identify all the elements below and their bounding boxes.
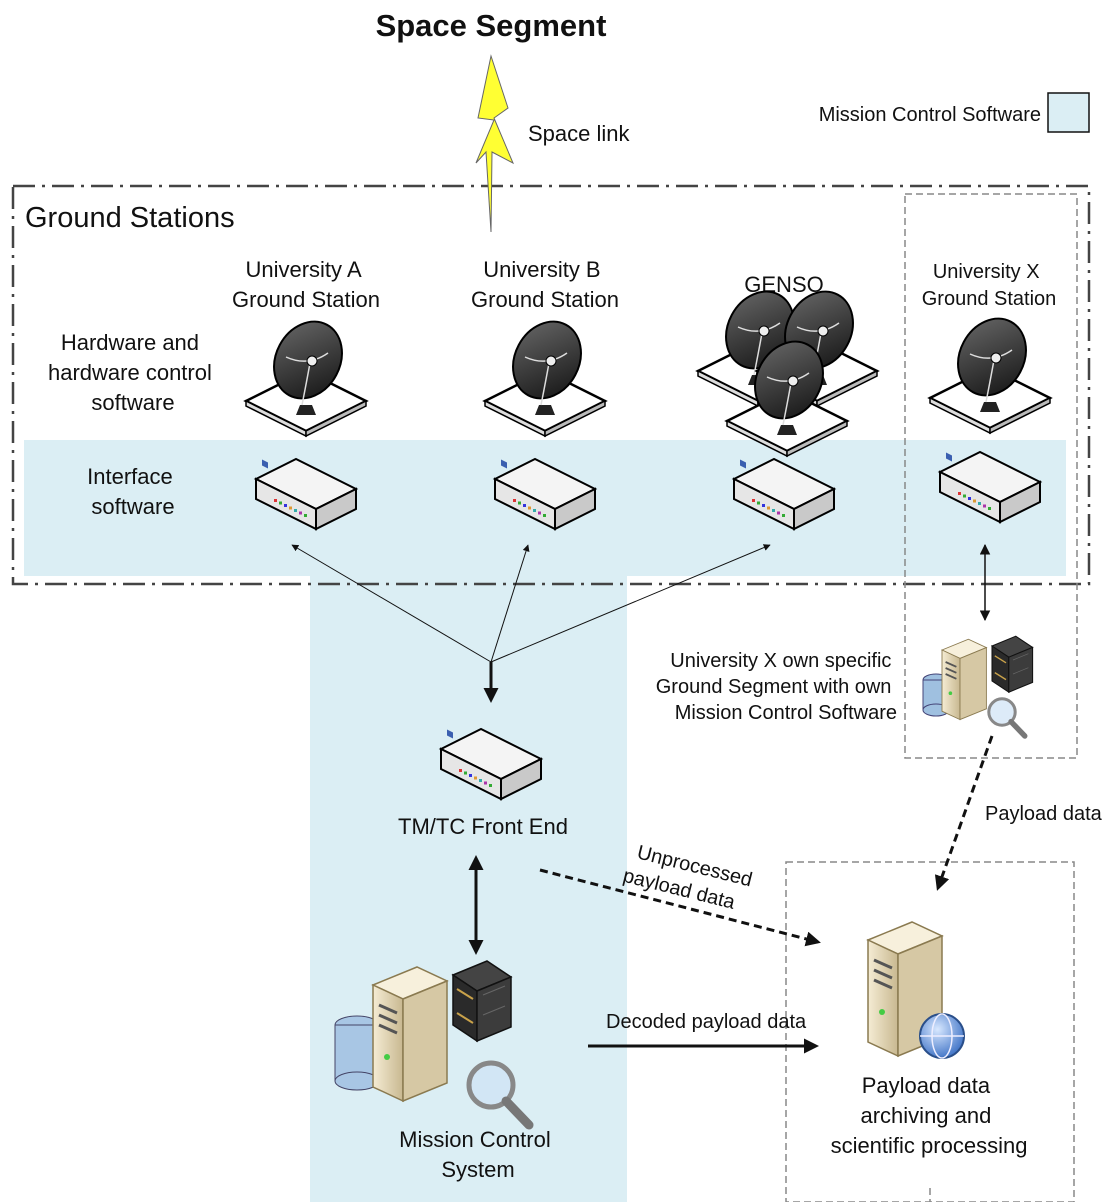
payload-data-label: Payload data — [985, 803, 1103, 825]
satellite-dish-icon — [483, 308, 607, 438]
row-label-hardware: Hardware and hardware control software — [48, 330, 218, 415]
interface-connection-arrows — [291, 544, 771, 703]
ground-stations-label: Ground Stations — [25, 202, 235, 234]
mission-control-system-icon — [334, 960, 529, 1125]
space-link-lightning-icon — [475, 54, 515, 233]
row-label-interface: Interface software — [87, 464, 179, 519]
unprocessed-payload-label: Unprocessed payload data — [621, 840, 760, 918]
payload-server-icon — [866, 920, 965, 1059]
university-x-ground-segment-icon — [922, 635, 1034, 736]
unprocessed-payload-arrow — [539, 868, 821, 947]
university-x-boundary — [904, 193, 1078, 759]
payload-data-arrow — [934, 735, 994, 891]
payload-processing-boundary — [785, 861, 1075, 1202]
decoded-payload-label: Decoded payload data — [606, 1011, 807, 1033]
legend-swatch — [1047, 92, 1090, 133]
tmtc-front-end-label: TM/TC Front End — [398, 814, 568, 839]
satellite-dish-icon — [928, 305, 1052, 435]
station-label-university-b: University B Ground Station — [471, 257, 619, 312]
university-x-segment-label: University X own specific Ground Segment… — [656, 650, 897, 724]
satellite-dish-cluster-icon — [696, 278, 879, 458]
space-link-label: Space link — [528, 121, 631, 146]
mission-control-band — [310, 576, 627, 1202]
ground-stations-boundary — [11, 184, 1091, 586]
payload-processing-label: Payload data archiving and scientific pr… — [831, 1073, 1028, 1158]
legend-label: Mission Control Software — [819, 104, 1041, 126]
station-label-university-a: University A Ground Station — [232, 257, 380, 312]
station-label-university-x: University X Ground Station — [922, 261, 1057, 310]
space-segment-title: Space Segment — [376, 8, 607, 43]
mission-control-system-label: Mission Control System — [399, 1127, 557, 1182]
satellite-dish-icon — [244, 308, 368, 438]
